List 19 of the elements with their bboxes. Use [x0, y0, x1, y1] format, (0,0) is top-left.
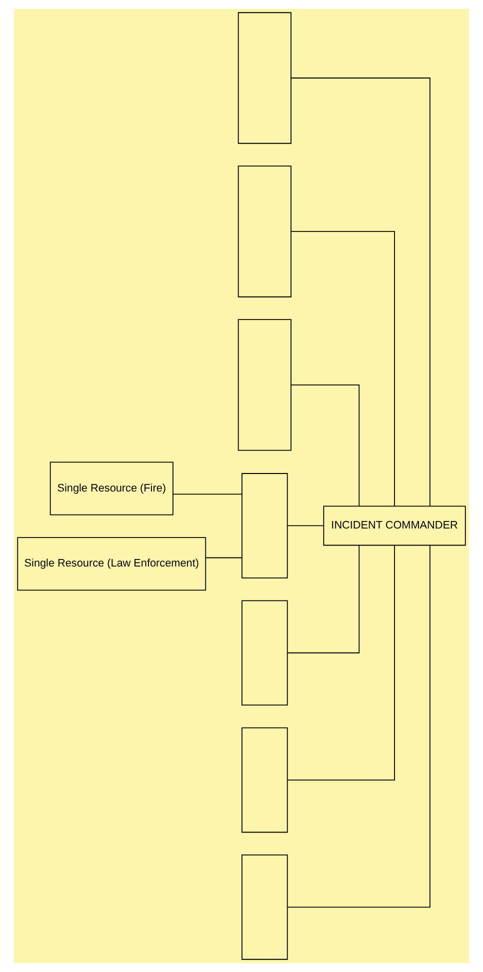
connector	[287, 525, 324, 526]
connector	[205, 557, 242, 558]
connector	[172, 494, 242, 495]
node-box	[242, 473, 288, 578]
node-box: INCIDENT COMMANDER	[323, 506, 466, 546]
node-box	[242, 600, 288, 706]
connector	[287, 544, 395, 780]
node-box	[238, 319, 292, 451]
connector	[290, 231, 395, 507]
node-box	[242, 854, 288, 960]
node-box	[238, 166, 292, 298]
connector	[287, 544, 360, 654]
connector	[290, 384, 360, 507]
node-box	[238, 12, 292, 144]
node-box: Single Resource (Fire)	[50, 462, 174, 516]
connector	[287, 544, 430, 908]
connector	[290, 78, 430, 507]
node-box: Single Resource (Law Enforcement)	[17, 537, 206, 591]
node-box	[242, 727, 288, 833]
